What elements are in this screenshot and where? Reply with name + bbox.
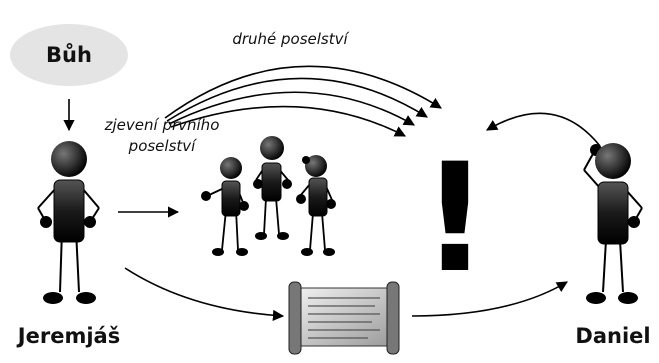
arrow-second-message (164, 65, 442, 119)
daniel-label: Daniel (575, 324, 650, 348)
people-group (201, 136, 336, 256)
second-message-label: druhé poselství (232, 30, 349, 48)
arrow-jeremiah-to-scroll (124, 267, 285, 321)
daniel-figure (583, 143, 643, 304)
jeremiah-figure (37, 141, 100, 304)
arrow-message-4 (170, 105, 406, 137)
person-right (296, 155, 336, 256)
first-message-label-line2: poselství (128, 137, 197, 155)
person-middle (253, 136, 292, 240)
scroll-icon (288, 281, 400, 355)
arrow-daniel-to-exclamation (486, 112, 601, 147)
god-node: Bůh (10, 24, 128, 86)
message-arrows (164, 65, 442, 137)
exclamation-mark: ! (421, 132, 489, 306)
person-left (201, 157, 249, 256)
arrow-message-3 (168, 91, 415, 126)
arrow-message-2 (166, 77, 428, 122)
arrow-scroll-to-daniel (411, 281, 568, 317)
jeremiah-label: Jeremjáš (16, 324, 120, 348)
first-message-label-line1: zjevení prvního (104, 116, 220, 134)
god-label: Bůh (46, 43, 92, 67)
